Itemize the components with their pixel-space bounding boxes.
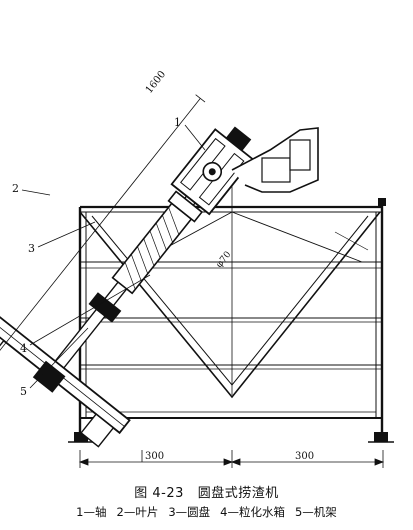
legend-item-water-tank: 4—粒化水箱 — [220, 505, 285, 519]
callout-1: 1 — [174, 116, 181, 129]
figure-number: 图 4-23 — [134, 486, 184, 501]
legend-item-frame: 5—机架 — [294, 505, 337, 519]
figure-title: 圆盘式捞渣机 — [197, 486, 279, 501]
callout-2: 2 — [12, 182, 19, 195]
legend-item-shaft: 1—轴 — [76, 505, 107, 519]
legend-item-blade: 2—叶片 — [116, 505, 159, 519]
figure-legend: 1—轴 2—叶片 3—圆盘 4—粒化水箱 5—机架 — [0, 504, 413, 520]
callout-leaders — [21, 124, 206, 462]
bottom-dimension-line — [78, 450, 385, 468]
callout-4: 4 — [20, 342, 27, 355]
legend-item-disc: 3—圆盘 — [168, 505, 211, 519]
callout-5: 5 — [20, 385, 27, 398]
dimension-left-width: 300 — [145, 451, 164, 462]
dimension-right-width: 300 — [295, 451, 314, 462]
machine-frame — [68, 198, 394, 443]
figure-caption: 图 4-23 圆盘式捞渣机 — [0, 482, 413, 501]
callout-3: 3 — [28, 242, 35, 255]
inclined-shaft-assembly — [0, 94, 255, 448]
shaft-support-bracket — [231, 127, 319, 193]
dimension-diameter-label: φ70 — [215, 250, 234, 270]
dimension-length-label: 1600 — [144, 69, 168, 96]
